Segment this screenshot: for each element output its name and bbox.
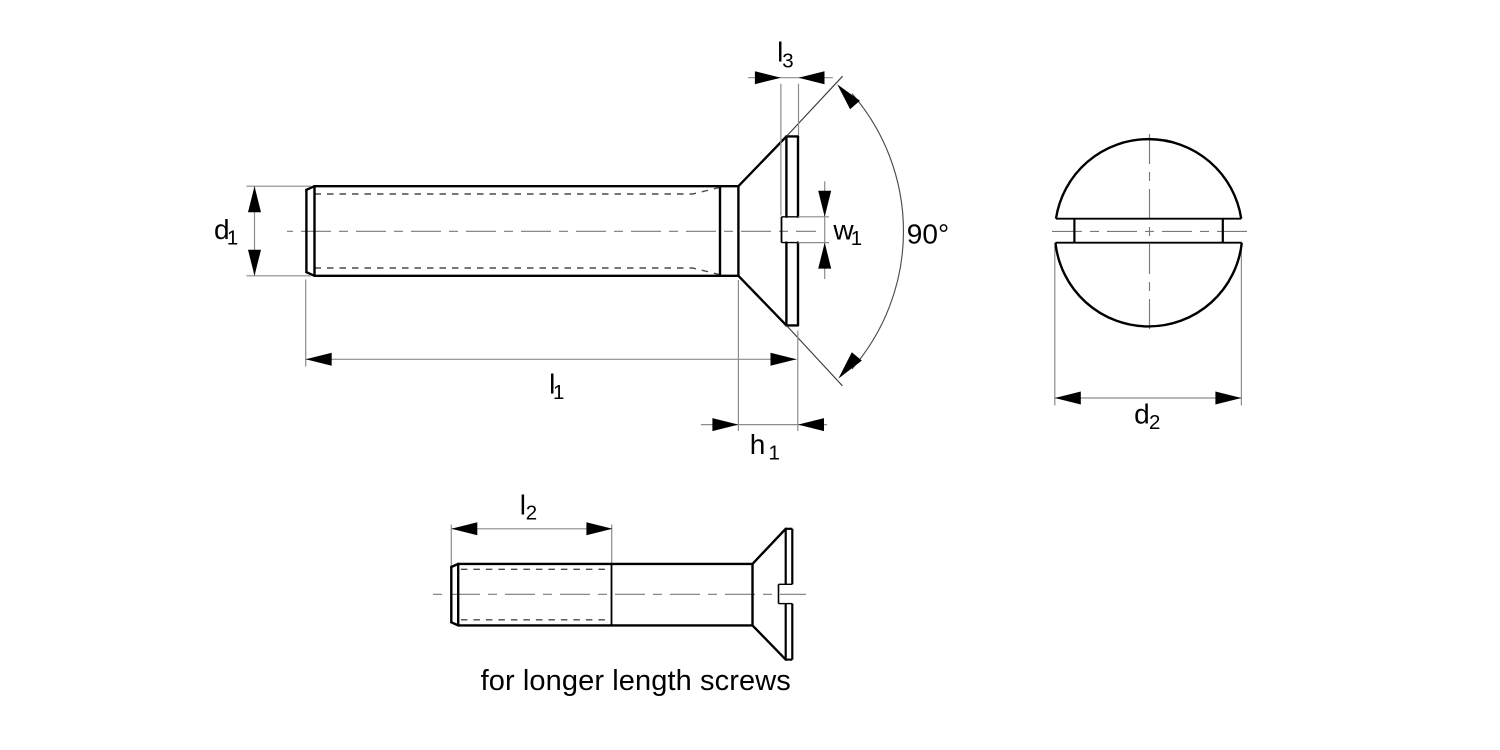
svg-text:l: l <box>549 368 555 399</box>
svg-text:l: l <box>520 490 526 521</box>
svg-text:2: 2 <box>526 502 537 525</box>
svg-text:l: l <box>777 36 783 67</box>
svg-text:2: 2 <box>1149 411 1160 434</box>
svg-text:1: 1 <box>851 227 862 250</box>
svg-text:90°: 90° <box>907 219 949 250</box>
svg-text:1: 1 <box>553 381 564 404</box>
svg-text:d: d <box>214 214 230 245</box>
svg-text:1: 1 <box>227 226 238 249</box>
svg-text:for longer length screws: for longer length screws <box>481 665 791 697</box>
svg-text:w: w <box>832 214 854 245</box>
svg-text:1: 1 <box>769 441 780 464</box>
svg-text:d: d <box>1134 398 1150 429</box>
svg-text:h: h <box>750 429 766 460</box>
svg-text:3: 3 <box>782 50 793 73</box>
